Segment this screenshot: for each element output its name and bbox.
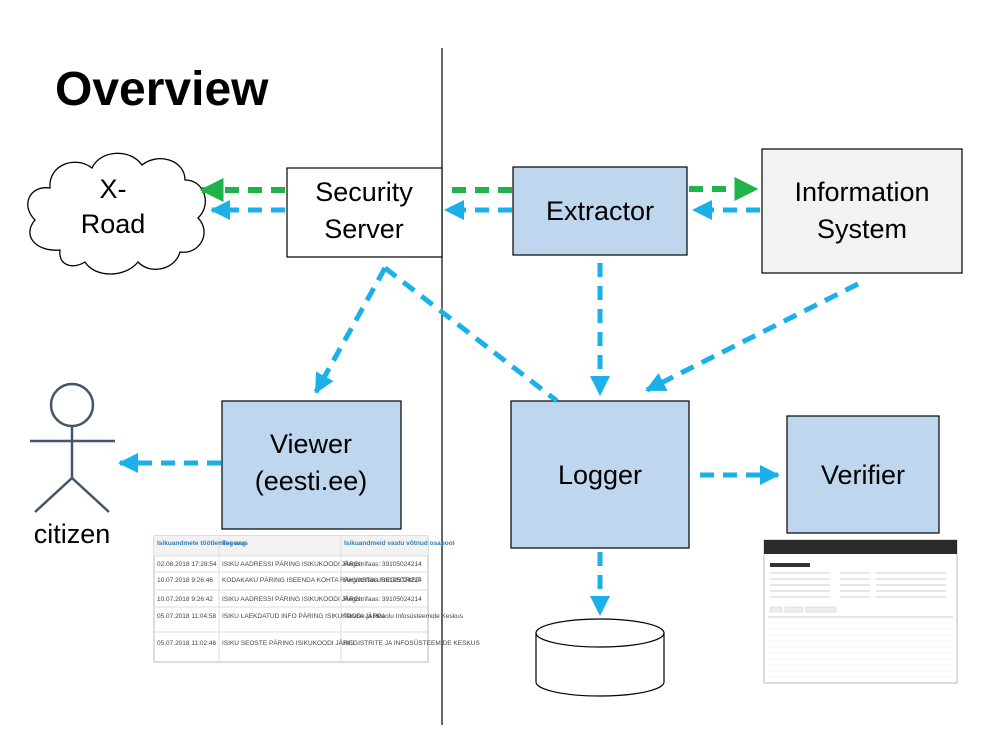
logger-label: Logger xyxy=(558,460,642,490)
node-security-server: Security Server xyxy=(286,167,443,258)
table-cell: 05.07.2018 11:02:46 xyxy=(157,640,217,647)
cloud-icon xyxy=(27,152,206,275)
table-cell: ISIKU SEOSTE PÄRING ISIKUKOODI JÄRGI xyxy=(222,639,355,647)
verifier-ui-thumbnail xyxy=(763,539,958,684)
database-icon xyxy=(535,618,665,697)
node-xroad: X- Road xyxy=(27,152,206,275)
arrow-security-to-logger-blue xyxy=(383,266,559,403)
stick-figure-icon xyxy=(30,382,115,513)
xroad-label-line-1: X- xyxy=(100,174,127,204)
table-cell: ISIKU AADRESSI PÄRING ISIKUKOODI JÄRGI xyxy=(222,595,361,603)
viewer-table-thumbnail: Isikuandmete töötlemise aeg Tegevus Isik… xyxy=(153,535,480,663)
node-logger: Logger xyxy=(510,400,690,549)
verifier-label: Verifier xyxy=(821,460,905,490)
security-server-label-line-1: Security xyxy=(315,177,413,207)
table-cell: 02.08.2018 17:28:54 xyxy=(157,561,217,568)
node-viewer: Viewer (eesti.ee) xyxy=(221,400,402,530)
table-cell: ISIKU AADRESSI PÄRING ISIKUKOODI JÄRGI xyxy=(222,560,361,568)
table-header-time: Isikuandmete töötlemise aeg xyxy=(157,540,246,547)
table-cell: Registrifaas: 39105024214 xyxy=(344,561,422,568)
arrow-infosys-to-logger-blue xyxy=(645,281,860,393)
node-verifier: Verifier xyxy=(786,415,940,534)
node-extractor: Extractor xyxy=(512,166,688,256)
xroad-label-line-2: Road xyxy=(81,209,146,239)
table-cell: ISIKU LAEKDATUD INFO PÄRING ISIKUKOODI J… xyxy=(222,612,384,620)
table-cell: Registrifaas: 39105024214 xyxy=(344,596,422,603)
arrow-security-to-viewer-blue xyxy=(313,266,388,394)
information-system-label-line-2: System xyxy=(817,214,907,244)
table-header-party: Isikuandmeid vastu võtnud osapool xyxy=(344,540,455,547)
table-cell: Tervise ja Heaolu Infosüsteemide Keskus xyxy=(344,613,464,620)
table-cell: KODAKAKU PÄRING ISEENDA KOHTA RAHVASTIKU… xyxy=(222,576,420,584)
viewer-label-line-2: (eesti.ee) xyxy=(255,466,368,496)
extractor-label: Extractor xyxy=(546,196,654,226)
table-cell: Registrifaas: 39105024214 xyxy=(344,577,422,584)
table-cell: 10.07.2018 9:26:46 xyxy=(157,577,213,584)
citizen-label: citizen xyxy=(34,519,111,549)
security-server-label-line-2: Server xyxy=(324,214,404,244)
table-cell: 05.07.2018 11:04:58 xyxy=(157,613,217,620)
node-information-system: Information System xyxy=(761,148,963,274)
table-cell: 10.07.2018 9:26:42 xyxy=(157,596,213,603)
arrows-green xyxy=(199,177,759,202)
table-cell: REGISTRITE JA INFOSÜSTEEMIDE KESKUS xyxy=(344,639,480,647)
viewer-label-line-1: Viewer xyxy=(270,429,352,459)
table-header-action: Tegevus xyxy=(222,540,248,547)
diagram-title: Overview xyxy=(55,63,269,116)
arrows-blue xyxy=(118,200,860,616)
information-system-label-line-1: Information xyxy=(794,177,929,207)
